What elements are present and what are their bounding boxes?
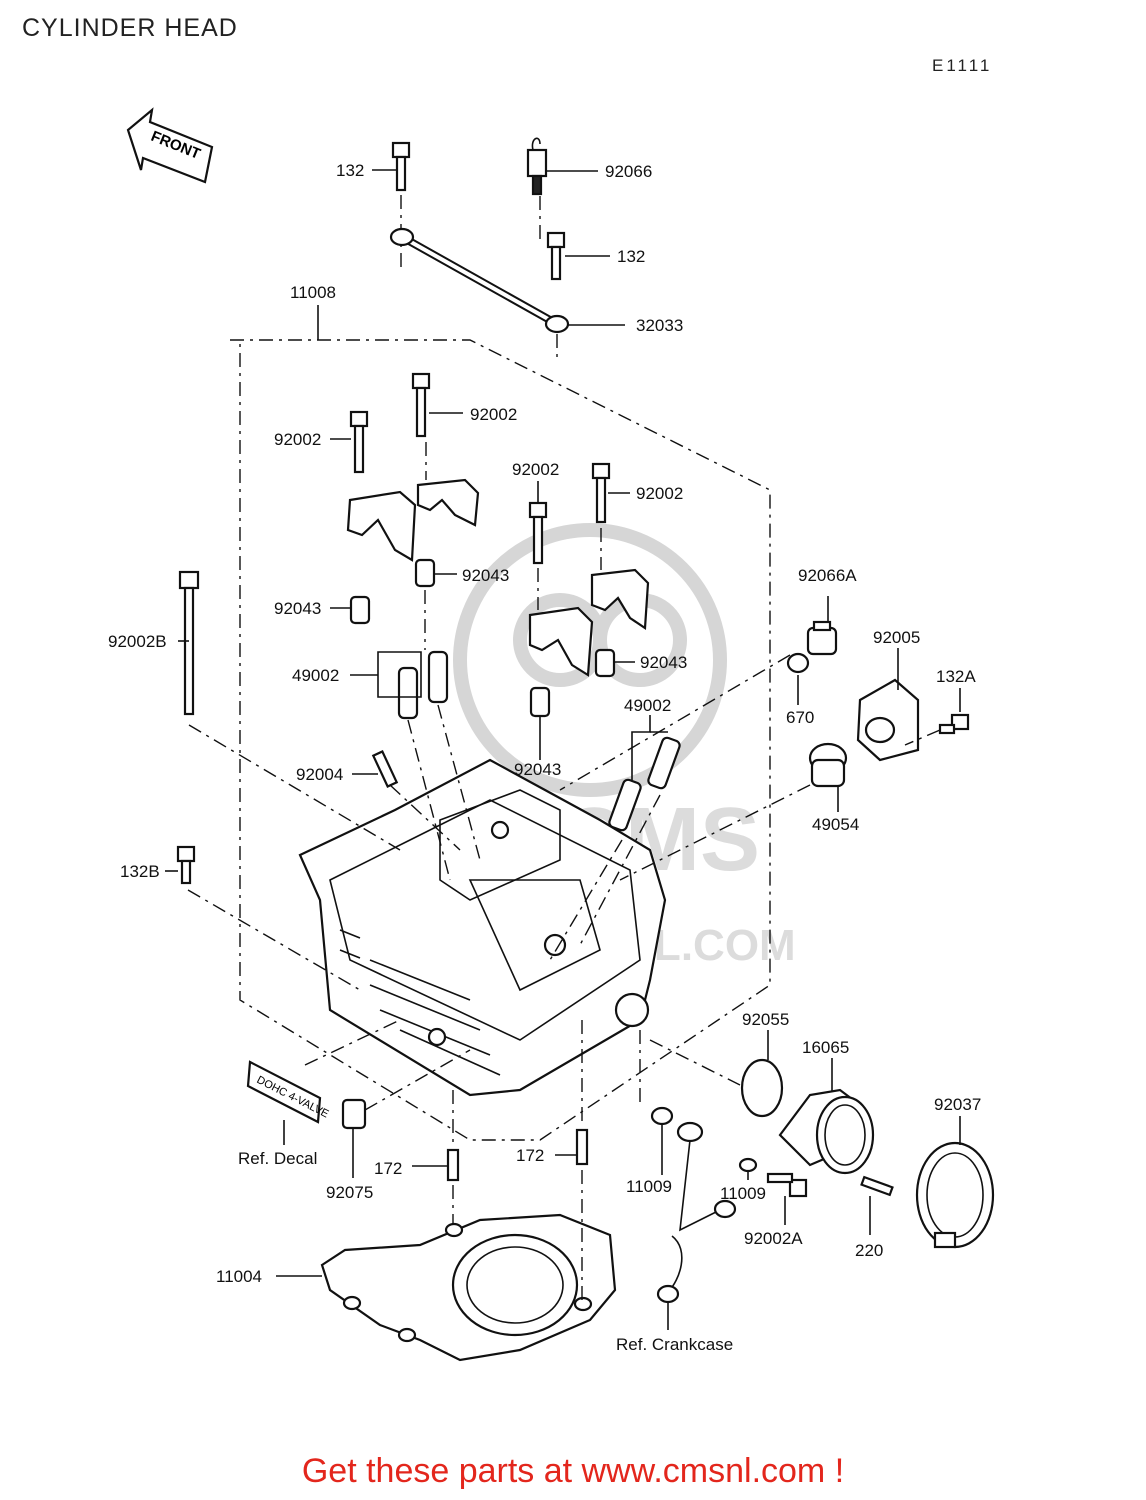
label-92066: 92066	[605, 162, 652, 181]
assembly-outline	[230, 339, 771, 1141]
assembly-guides	[187, 442, 941, 1300]
thermostat-49054	[808, 742, 848, 788]
label-172-a: 172	[374, 1159, 402, 1178]
stud-172-left	[446, 1148, 460, 1182]
label-92066A: 92066A	[798, 566, 857, 585]
label-92002-b: 92002	[470, 405, 517, 424]
bolt-220	[860, 1175, 894, 1197]
head-gasket-11004	[320, 1213, 617, 1362]
plug-92075	[341, 1098, 367, 1130]
label-49054: 49054	[812, 815, 859, 834]
label-92043-b: 92043	[274, 599, 321, 618]
label-11008: 11008	[290, 283, 336, 302]
label-32033: 32033	[636, 316, 683, 335]
valve-guides-49002-right	[608, 736, 681, 832]
label-92002A: 92002A	[744, 1229, 803, 1248]
clamp-92037	[915, 1141, 995, 1249]
front-arrow-icon: FRONT	[126, 107, 214, 184]
label-49002-b: 49002	[624, 696, 671, 715]
oring-670	[786, 652, 810, 674]
label-92043-c: 92043	[640, 653, 687, 672]
label-92002B: 92002B	[108, 632, 167, 651]
label-92055: 92055	[742, 1010, 789, 1029]
stud-92004	[371, 750, 399, 788]
bolt-92002-d	[591, 462, 611, 524]
bolt-92002B	[178, 570, 200, 716]
valve-guides-49002-left	[397, 650, 449, 720]
bolt-92002-a	[349, 410, 369, 474]
footer-promo-text: Get these parts at www.cmsnl.com !	[301, 1452, 845, 1490]
bolt-92002A	[766, 1172, 808, 1198]
label-670: 670	[786, 708, 814, 727]
label-92043-d: 92043	[514, 760, 561, 779]
cam-cap-right	[528, 568, 650, 677]
intake-holder-16065	[778, 1088, 875, 1175]
decal-plate: DOHC 4-VALVE	[246, 1060, 331, 1124]
cam-cap-left	[346, 478, 480, 562]
label-92075: 92075	[326, 1183, 373, 1202]
label-11004: 11004	[216, 1267, 262, 1286]
label-11009-a: 11009	[626, 1177, 672, 1196]
cylinder-head	[298, 758, 667, 1097]
label-92002-a: 92002	[274, 430, 321, 449]
label-92037: 92037	[934, 1095, 981, 1114]
oil-pipe	[650, 1106, 758, 1304]
label-92002-c: 92002	[512, 460, 559, 479]
bolt-132B	[176, 845, 196, 885]
plug-92066A	[806, 620, 838, 656]
bolt-132-top	[391, 141, 411, 192]
label-132-mid: 132	[617, 247, 645, 266]
stud-172-right	[575, 1128, 589, 1166]
label-92005: 92005	[873, 628, 920, 647]
label-11009-b: 11009	[720, 1184, 766, 1203]
label-92043-a: 92043	[462, 566, 509, 585]
label-ref-crankcase: Ref. Crankcase	[616, 1335, 733, 1354]
bolt-132-mid	[546, 231, 566, 281]
bolt-92002-c	[528, 501, 548, 565]
label-220: 220	[855, 1241, 883, 1260]
bracket-32033	[389, 227, 570, 334]
label-16065: 16065	[802, 1038, 849, 1057]
label-ref-decal: Ref. Decal	[238, 1149, 317, 1168]
leader-lines	[165, 169, 961, 1330]
label-92004: 92004	[296, 765, 343, 784]
diagram-title: CYLINDER HEAD	[22, 14, 238, 42]
label-92002-d: 92002	[636, 484, 683, 503]
temp-sensor-92066	[526, 137, 548, 196]
label-132-top: 132	[336, 161, 364, 180]
label-49002-a: 49002	[292, 666, 339, 685]
label-132B: 132B	[120, 862, 160, 881]
part-labels: 132 92066 132 32033 11008 92002 92002 92…	[108, 161, 981, 1354]
bolt-92002-b	[411, 372, 431, 438]
thermostat-housing-92005	[856, 678, 920, 762]
diagram-code: E1111	[932, 56, 993, 75]
oring-92055	[740, 1058, 784, 1118]
label-132A: 132A	[936, 667, 976, 686]
bolt-132A	[938, 713, 970, 735]
label-172-b: 172	[516, 1146, 544, 1165]
